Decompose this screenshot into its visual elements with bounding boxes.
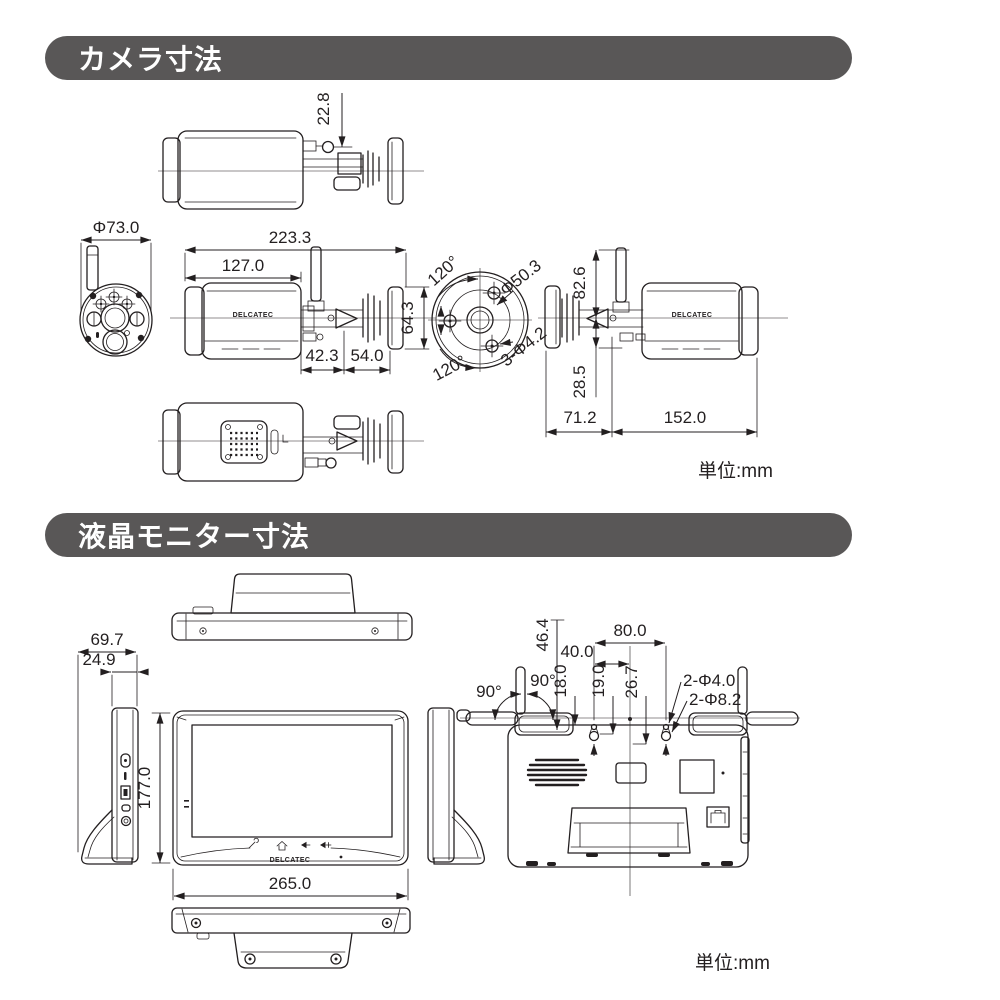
dim-mon-angle-right: 90° <box>530 671 556 690</box>
camera-unit-label: 単位:mm <box>698 460 773 482</box>
dim-cam-overall-length: 223.3 <box>269 228 312 247</box>
monitor-section-header: 液晶モニター寸法 <box>45 513 852 557</box>
monitor-top-view: 69.7 24.9 <box>77 573 413 853</box>
monitor-front-view: DELCATEC 177.0 265.0 <box>135 710 409 901</box>
dim-mon-mount-top: 46.4 <box>533 618 552 651</box>
brand-logo: DELCATEC <box>270 857 311 864</box>
camera-top-view: 22.8 <box>158 92 424 210</box>
monitor-unit-label: 単位:mm <box>695 952 770 974</box>
dim-cam-height-antenna: 82.6 <box>570 266 589 299</box>
dim-cam-plate-circle: Φ50.3 <box>496 256 544 300</box>
dim-mon-width: 265.0 <box>269 874 312 893</box>
power-led <box>339 855 343 859</box>
dim-mon-angle-left: 90° <box>476 682 502 701</box>
camera-section-title: カメラ寸法 <box>78 44 224 75</box>
antenna-left <box>465 711 519 726</box>
dim-mon-mount-half-pitch: 40.0 <box>560 642 593 661</box>
fold-out-stand <box>567 807 691 857</box>
camera-section-header: カメラ寸法 <box>45 36 852 80</box>
jack-port <box>120 815 132 827</box>
dim-cam-front-diameter: Φ73.0 <box>93 218 140 237</box>
antenna-right <box>745 711 799 726</box>
dim-mon-mount-v3: 26.7 <box>622 665 641 698</box>
side-button-strip <box>740 736 750 844</box>
dim-cam-plate-height: 64.3 <box>398 301 417 334</box>
dim-mon-height: 177.0 <box>135 767 154 810</box>
dim-cam-angle-upper: 120° <box>424 252 463 290</box>
keyhole-right <box>660 723 672 742</box>
dim-cam-plate-holes: 3-Φ4.2 <box>497 323 550 370</box>
dim-mon-mount-v1: 18.0 <box>551 664 570 697</box>
speaker-grille <box>230 431 258 457</box>
card-slot <box>124 772 127 780</box>
camera-side-view: 223.3 127.0 DELCATEC 64.3 <box>170 228 436 375</box>
camera-mount-plate-view: 120° Φ50.3 3-Φ4.2 120° <box>424 252 550 385</box>
camera-front-view: Φ73.0 <box>79 218 153 357</box>
dim-cam-angle-lower: 120° <box>429 351 469 384</box>
keyhole-left <box>588 723 600 742</box>
select-touch-icon <box>320 841 332 849</box>
monitor-bottom-view <box>171 907 411 969</box>
speaker-grille <box>526 758 588 787</box>
camera-bottom-view <box>158 402 424 482</box>
dim-cam-body-length: 127.0 <box>222 256 265 275</box>
monitor-side-right-view <box>427 707 485 865</box>
speaker-panel <box>220 420 268 464</box>
brand-logo: DELCATEC <box>233 312 274 319</box>
lan-port <box>706 806 730 828</box>
setup-touch-icon <box>248 837 259 849</box>
camera-dimensions-drawing: 22.8 Φ73.0 <box>79 92 788 482</box>
monitor-dimensions-drawing: 69.7 24.9 <box>77 573 800 974</box>
dim-cam-depth-rear: 71.2 <box>563 408 596 427</box>
monitor-back-view: 90° 90° 46.4 80.0 40.0 <box>460 618 800 896</box>
dim-cam-arm-front: 54.0 <box>350 346 383 365</box>
dim-mon-hole-small: 2-Φ4.0 <box>683 671 735 690</box>
back-touch-icon <box>301 841 311 849</box>
dim-mon-mount-v2: 19.0 <box>589 664 608 697</box>
monitor-section-title: 液晶モニター寸法 <box>78 521 311 552</box>
dim-mon-mount-pitch: 80.0 <box>613 621 646 640</box>
dim-cam-depth-front: 152.0 <box>664 408 707 427</box>
usb-port <box>120 785 131 800</box>
dim-cam-arm-rear: 42.3 <box>305 346 338 365</box>
dim-cam-height-lower: 28.5 <box>570 365 589 398</box>
dim-cam-top-offset: 22.8 <box>314 92 333 125</box>
power-button <box>120 753 131 768</box>
dim-mon-depth-panel: 24.9 <box>82 650 115 669</box>
brand-logo: DELCATEC <box>672 312 713 319</box>
dim-mon-hole-large: 2-Φ8.2 <box>689 690 741 709</box>
home-touch-icon <box>276 840 288 851</box>
micro-usb-port <box>121 804 131 812</box>
monitor-side-left-view <box>81 707 139 865</box>
screen <box>191 724 393 838</box>
camera-side-view-left: DELCATEC 82.6 28.5 71.2 152.0 <box>538 247 788 438</box>
dim-mon-depth-total: 69.7 <box>90 630 123 649</box>
